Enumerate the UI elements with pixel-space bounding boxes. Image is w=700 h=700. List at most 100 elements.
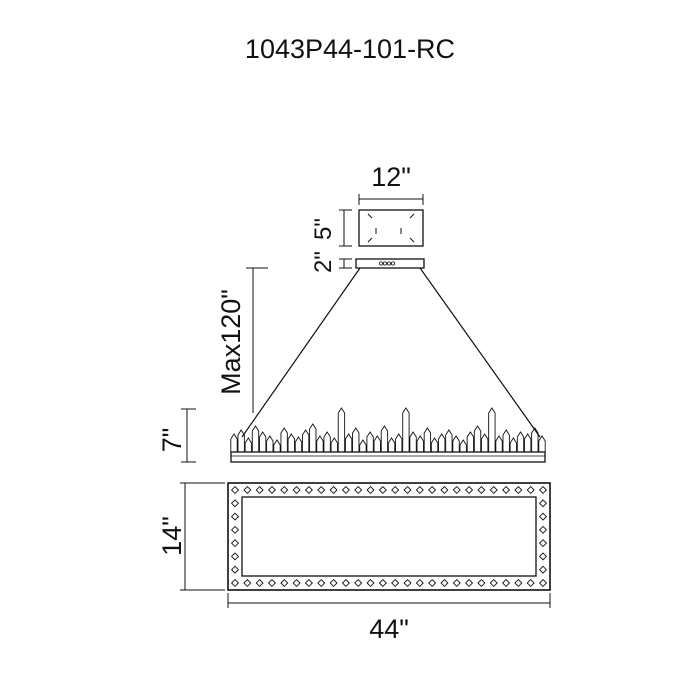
- frame-crystal: [538, 578, 548, 588]
- crystal-pillar: [531, 427, 539, 453]
- crystal-pillar: [294, 436, 303, 453]
- frame-crystal: [230, 539, 240, 548]
- crystal-pillar: [438, 433, 446, 453]
- crystal-pillar: [538, 435, 546, 453]
- crystal-pillar: [423, 427, 432, 453]
- canopy-mount-marks: [367, 213, 415, 243]
- crystal-pillar: [516, 431, 525, 453]
- frame-crystal: [538, 499, 548, 508]
- depth-dimension: [180, 482, 225, 591]
- frame-crystal: [378, 485, 387, 495]
- crystal-pillar: [359, 439, 367, 453]
- frame-crystal: [280, 485, 289, 495]
- frame-crystal: [489, 578, 498, 588]
- fixture-base: [230, 451, 546, 463]
- canopy-height-dimension: [339, 209, 352, 269]
- frame-crystal: [526, 485, 535, 495]
- crystal-pillar: [287, 433, 295, 453]
- crystal-pillar: [352, 427, 360, 453]
- crystal-pillar: [330, 437, 338, 453]
- frame-crystal: [243, 578, 252, 588]
- canopy-height-label: 5": [310, 218, 337, 240]
- crystal-pillar: [502, 429, 510, 453]
- frame-crystal: [366, 578, 375, 588]
- crystal-pillar: [366, 431, 374, 453]
- fixture-side-view: [230, 407, 546, 463]
- frame-crystal: [317, 485, 326, 495]
- length-label: 44": [369, 614, 409, 644]
- model-number-title: 1043P44-101-RC: [245, 34, 455, 64]
- frame-crystal: [230, 525, 240, 534]
- crystal-pillar: [481, 433, 489, 453]
- frame-crystals: [230, 485, 548, 588]
- crystal-pillar: [273, 439, 281, 453]
- crystal-pillar: [416, 435, 424, 453]
- crystal-pillar: [337, 407, 346, 453]
- frame-outer: [227, 482, 551, 591]
- frame-crystal: [538, 539, 548, 548]
- frame-crystal: [465, 578, 474, 588]
- max-height-label: Max120": [216, 289, 246, 395]
- crystal-pillar: [395, 433, 403, 453]
- crystal-pillar: [380, 425, 389, 453]
- crystal-pillar: [473, 425, 482, 453]
- crystal-pillar: [323, 431, 331, 453]
- frame-crystal: [230, 512, 240, 521]
- frame-crystal: [428, 485, 437, 495]
- frame-crystal: [502, 578, 511, 588]
- frame-crystal: [440, 485, 449, 495]
- crystal-pillar: [266, 435, 274, 453]
- canopy-gap-label: 2": [310, 251, 337, 273]
- frame-crystal: [255, 578, 264, 588]
- frame-crystal: [391, 485, 400, 495]
- frame-crystal: [514, 485, 523, 495]
- frame-crystal: [538, 552, 548, 561]
- fixture-height-label: 7": [157, 428, 187, 453]
- frame-crystal: [366, 485, 375, 495]
- crystal-pillar: [309, 423, 317, 453]
- frame-crystal: [538, 512, 548, 521]
- crystal-pillar: [316, 435, 324, 453]
- frame-crystal: [391, 578, 400, 588]
- crystal-pillar: [280, 427, 288, 453]
- frame-crystal: [538, 565, 548, 574]
- crystal-pillar: [344, 433, 353, 453]
- frame-inner: [241, 496, 537, 577]
- max-height-dimension: [246, 267, 268, 413]
- frame-crystal: [230, 578, 240, 588]
- suspension-cables: [241, 267, 541, 438]
- frame-crystal: [292, 485, 301, 495]
- frame-crystal: [230, 485, 240, 495]
- crystal-pillar: [488, 407, 496, 453]
- frame-crystal: [502, 485, 511, 495]
- crystal-pillar: [466, 431, 475, 453]
- crystal-pillar: [524, 433, 532, 453]
- canopy-hanger-bar: [355, 258, 425, 269]
- frame-crystal: [378, 578, 387, 588]
- crystal-pillar: [430, 437, 439, 453]
- frame-crystal: [477, 485, 486, 495]
- frame-crystal: [440, 578, 449, 588]
- crystal-pillar: [402, 407, 410, 453]
- crystal-pillar: [409, 431, 417, 453]
- hanger-screws: [378, 261, 395, 266]
- frame-crystal: [489, 485, 498, 495]
- frame-crystal: [452, 485, 461, 495]
- frame-crystal: [230, 565, 240, 574]
- crystal-pillar: [259, 431, 267, 453]
- crystal-pillars: [230, 407, 546, 453]
- frame-crystal: [304, 485, 313, 495]
- crystal-pillar: [301, 429, 310, 453]
- frame-crystal: [341, 578, 350, 588]
- canopy-width-dimension: [358, 194, 424, 205]
- depth-label: 14": [157, 516, 187, 556]
- frame-crystal: [538, 525, 548, 534]
- fixture-height-dimension: [181, 408, 196, 463]
- canopy: [355, 209, 425, 269]
- frame-crystal: [354, 578, 363, 588]
- frame-crystal: [514, 578, 523, 588]
- crystal-pillar: [495, 435, 503, 453]
- frame-crystal: [267, 485, 276, 495]
- frame-crystal: [317, 578, 326, 588]
